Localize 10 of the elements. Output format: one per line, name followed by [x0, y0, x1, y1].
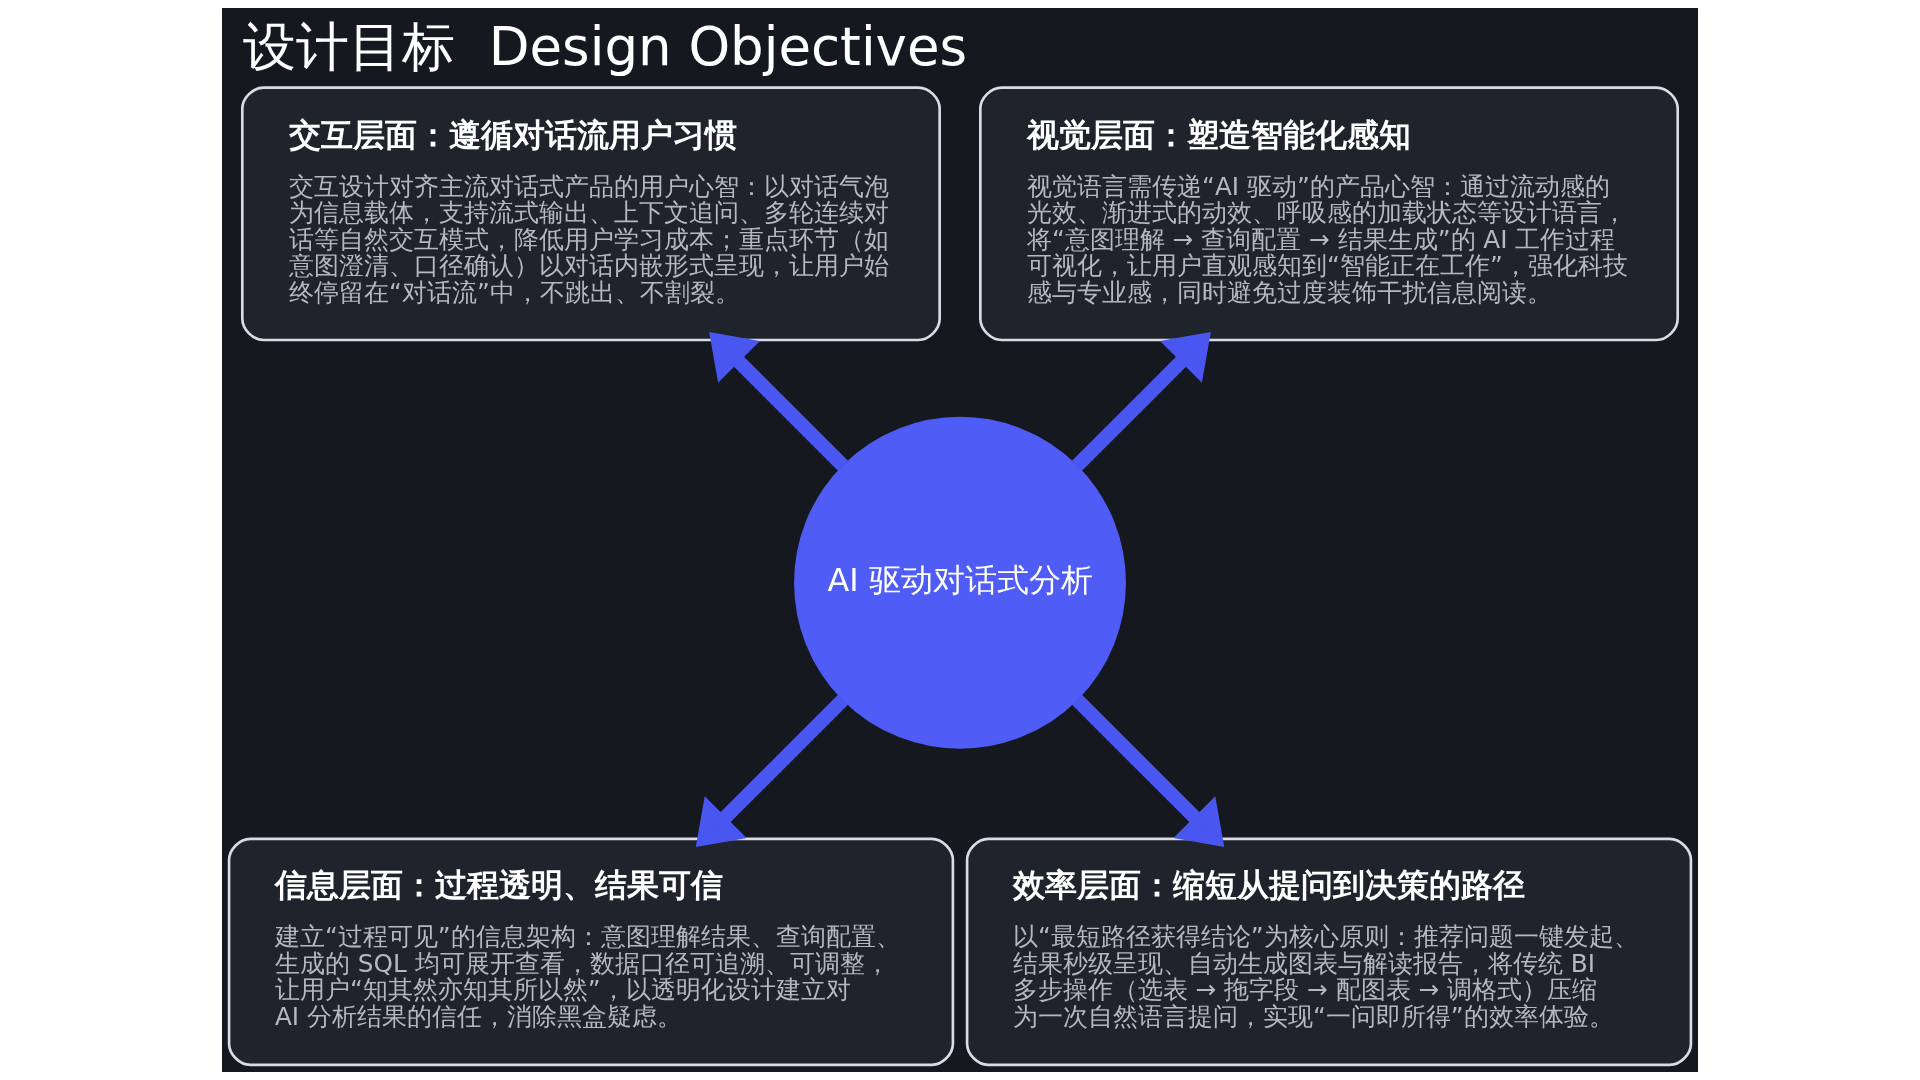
node-box: 效率层面：缩短从提问到决策的路径 以“最短路径获得结论”为核心原则：推荐问题一键发起、结果秒级呈现、自动生成图表与解读报告，将传统 BI 多步操作（选表 → 拖字段 → 配图表 → 调格式）压缩为一次自然语言提问，实现“一问即所得”的效率体验。: [965, 837, 1693, 1067]
arrow: [695, 694, 849, 848]
arrow: [1071, 694, 1225, 848]
diagram-title: 设计目标 Design Objectives: [243, 15, 968, 77]
arrow: [709, 331, 849, 472]
node-circle: AI 驱动对话式分析: [794, 416, 1126, 749]
node-box: 交互层面：遵循对话流用户习惯 交互设计对齐主流对话式产品的用户心智：以对话气泡为信息载体，支持流式输出、上下文追问、多轮连续对话等自然交互模式，降低用户学习成本；重点环节（如意图澄清、口径确认）以对话内嵌形式呈现，让用户始终停留在“对话流”中，不跳出、不割裂。: [240, 86, 941, 342]
node-box: 视觉层面：塑造智能化感知 视觉语言需传递“AI 驱动”的产品心智：通过流动感的光效、渐进式的动效、呼吸感的加载状态等设计语言，将“意图理解 → 查询配置 → 结果生成”的 AI 工作过程可视化，让用户直观感知到“智能正在工作”，强化科技感与专业感，同时避免过度装饰干扰信息阅读。: [979, 86, 1680, 342]
node-box: 信息层面：过程透明、结果可信 建立“过程可见”的信息架构：意图理解结果、查询配置、生成的 SQL 均可展开查看，数据口径可追溯、可调整，让用户“知其然亦知其所以然”，以透明化设计建立对 AI 分析结果的信任，消除黑盒疑虑。: [227, 837, 955, 1067]
arrow: [1071, 331, 1211, 472]
